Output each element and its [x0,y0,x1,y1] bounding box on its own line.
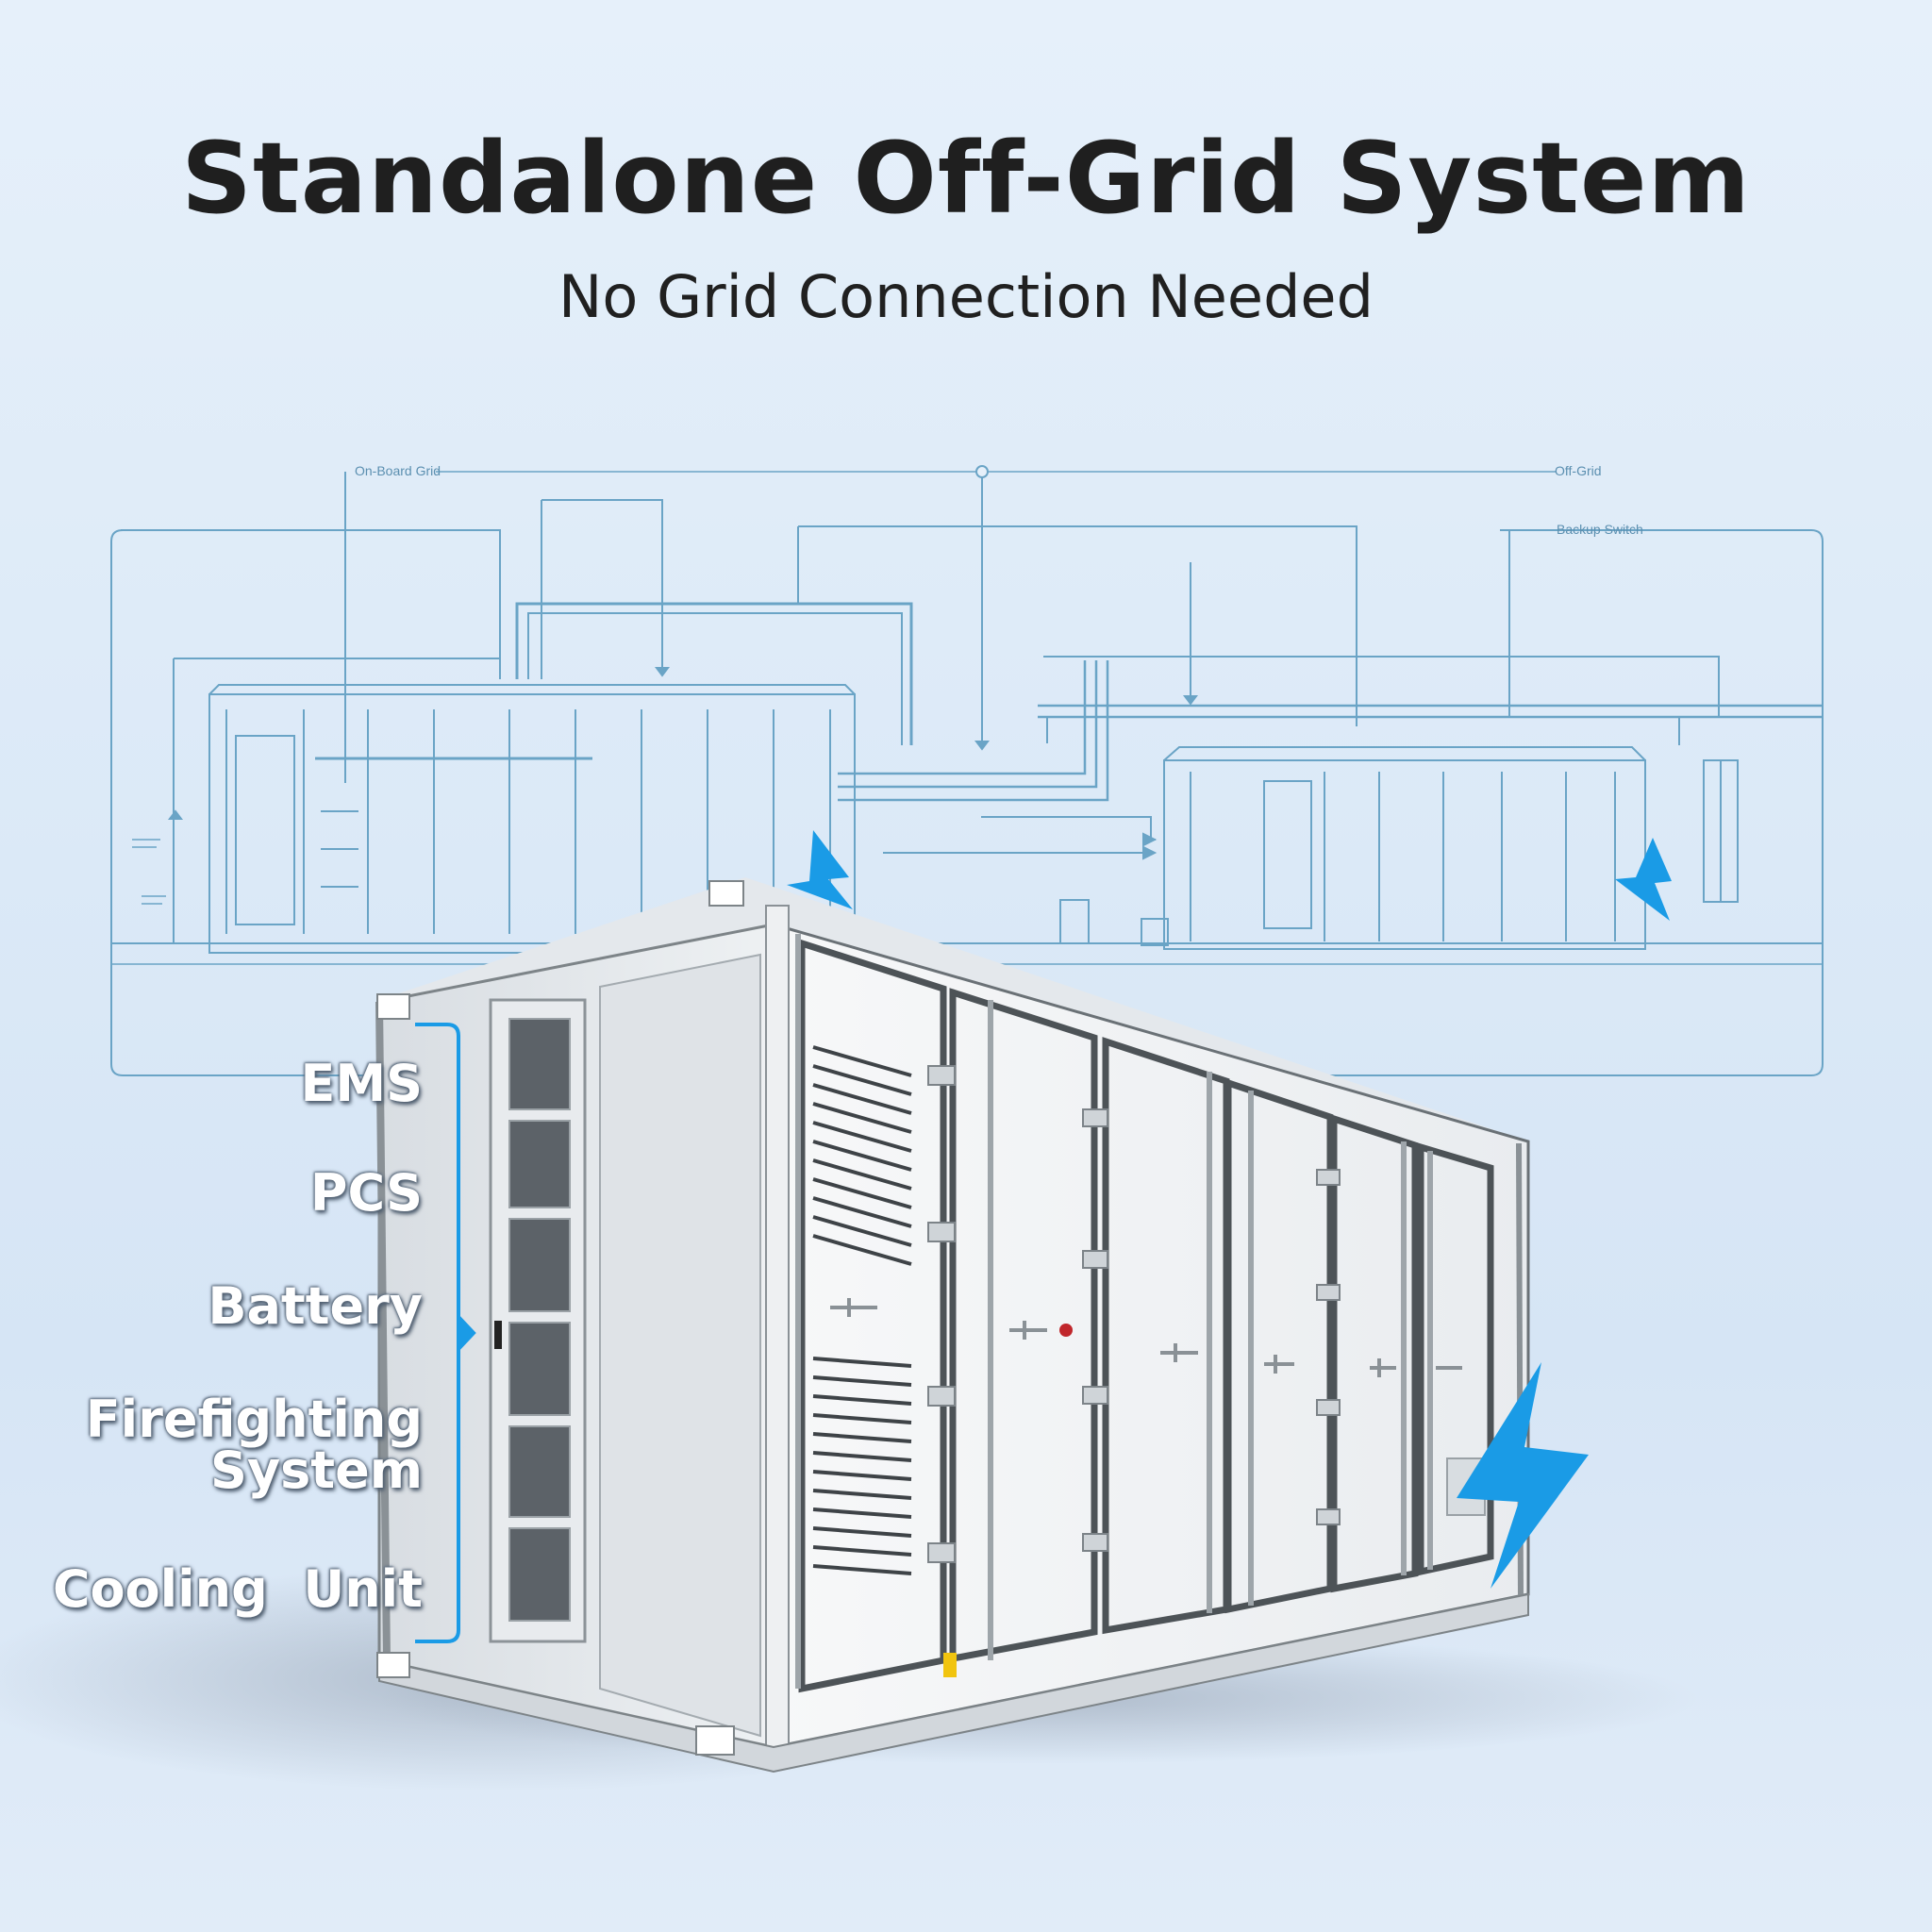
page-subtitle: No Grid Connection Needed [558,262,1374,331]
page-title: Standalone Off-Grid System [181,121,1751,236]
component-label-ems: EMS [300,1054,423,1113]
component-label-firefighting-system: Firefighting System [85,1390,423,1500]
lightning-bolt-icon [787,830,853,909]
component-label-battery: Battery [208,1276,423,1336]
lightning-bolt-icon [1457,1362,1589,1589]
component-label-pcs: PCS [309,1163,423,1223]
component-label-cooling-unit: Cooling Unit [52,1559,423,1619]
blueprint-label-left: On-Board Grid [355,463,441,478]
lightning-bolt-icon [1615,838,1672,921]
energy-storage-container [375,877,1530,1774]
component-bracket [415,1023,476,1643]
blueprint-label-right: Off-Grid [1555,463,1602,478]
blueprint-schematic [110,465,1824,1076]
blueprint-label-backup: Backup Switch [1557,522,1643,537]
